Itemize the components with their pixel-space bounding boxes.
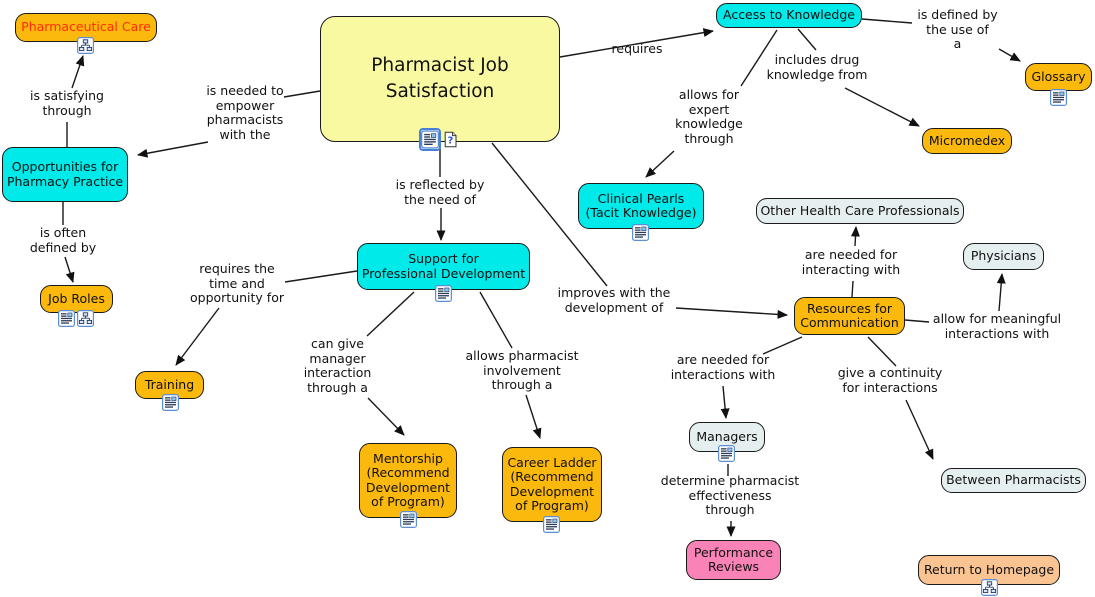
node-training[interactable]: Training [135, 371, 204, 399]
node-physicians[interactable]: Physicians [963, 243, 1044, 270]
node-label: Support for Professional Development [361, 251, 526, 281]
hierarchy-icon[interactable] [981, 579, 998, 596]
node-label: Performance Reviews [693, 544, 774, 574]
link-label-includes-drug-knowledge-from[interactable]: includes drug knowledge from [766, 52, 868, 82]
node-label: Mentorship (Recommend Development of Pro… [365, 450, 451, 509]
link-label-determine-pharmacist-effectiveness[interactable]: determine pharmacist effectiveness throu… [660, 473, 800, 517]
node-label: Career Ladder (Recommend Development of … [507, 454, 597, 513]
node-support-for-professional-development[interactable]: Support for Professional Development [357, 243, 530, 290]
link-label-is-often-defined-by[interactable]: is often defined by [29, 225, 97, 255]
node-access-to-knowledge[interactable]: Access to Knowledge [716, 3, 862, 28]
question-icon[interactable] [442, 131, 459, 148]
plain-connectors [62, 18, 930, 476]
link-label-allows-pharmacist-involvement[interactable]: allows pharmacist involvement through a [465, 348, 579, 392]
link-label-improves-with-the-development-of[interactable]: improves with the development of [557, 285, 671, 315]
node-pharmacist-job-satisfaction[interactable]: Pharmacist Job Satisfaction [320, 16, 560, 142]
node-label: Between Pharmacists [946, 472, 1081, 488]
article-icon[interactable] [58, 310, 75, 327]
link-label-allows-for-expert-knowledge-through[interactable]: allows for expert knowledge through [675, 87, 743, 146]
node-label: Other Health Care Professionals [760, 202, 960, 218]
node-label: Pharmaceutical Care [21, 19, 151, 35]
article-icon[interactable] [400, 511, 417, 528]
link-label-can-give-manager-interaction[interactable]: can give manager interaction through a [303, 336, 372, 395]
node-label: Physicians [970, 248, 1037, 264]
link-label-is-needed-to-empower[interactable]: is needed to empower pharmacists with th… [206, 83, 284, 142]
node-label: Job Roles [48, 290, 105, 306]
link-label-requires-the-time-and-opportunity-for[interactable]: requires the time and opportunity for [190, 261, 284, 305]
node-label: Glossary [1031, 68, 1086, 84]
node-label: Return to Homepage [923, 561, 1055, 577]
link-label-give-a-continuity-for-interactions[interactable]: give a continuity for interactions [837, 365, 943, 395]
node-label: Resources for Communication [800, 300, 899, 330]
node-between-pharmacists[interactable]: Between Pharmacists [941, 468, 1086, 493]
article-icon[interactable] [1050, 89, 1067, 106]
article-icon[interactable] [543, 516, 560, 533]
node-glossary[interactable]: Glossary [1025, 63, 1092, 91]
node-label: Access to Knowledge [722, 7, 855, 23]
article-icon[interactable] [162, 394, 179, 411]
link-label-requires[interactable]: requires [611, 41, 663, 56]
article-icon[interactable] [435, 285, 452, 302]
node-label: Pharmacist Job Satisfaction [371, 55, 509, 102]
node-label: Managers [696, 428, 758, 444]
node-opportunities-for-pharmacy-practice[interactable]: Opportunities for Pharmacy Practice [2, 147, 128, 202]
node-resources-for-communication[interactable]: Resources for Communication [794, 297, 905, 335]
node-label: Opportunities for Pharmacy Practice [6, 159, 124, 189]
link-label-allow-for-meaningful-interactions[interactable]: allow for meaningful interactions with [932, 311, 1062, 341]
link-label-is-reflected-by-the-need-of[interactable]: is reflected by the need of [395, 177, 485, 207]
article-icon[interactable] [419, 128, 441, 151]
node-mentorship[interactable]: Mentorship (Recommend Development of Pro… [359, 443, 457, 518]
hierarchy-icon[interactable] [77, 37, 94, 54]
node-label: Clinical Pearls (Tacit Knowledge) [585, 190, 697, 220]
arrow-connectors [64, 28, 1021, 537]
hierarchy-icon[interactable] [77, 310, 94, 327]
node-label: Training [144, 376, 195, 392]
link-label-is-satisfying-through[interactable]: is satisfying through [30, 88, 104, 118]
node-other-health-care-professionals[interactable]: Other Health Care Professionals [756, 198, 964, 224]
node-clinical-pearls[interactable]: Clinical Pearls (Tacit Knowledge) [578, 183, 704, 229]
node-micromedex[interactable]: Micromedex [922, 128, 1012, 154]
link-label-are-needed-for-interactions-with[interactable]: are needed for interactions with [670, 352, 776, 382]
article-icon[interactable] [632, 224, 649, 241]
link-label-is-defined-by-the-use-of-a[interactable]: is defined by the use of a [917, 7, 998, 51]
node-career-ladder[interactable]: Career Ladder (Recommend Development of … [502, 447, 602, 522]
article-icon[interactable] [718, 445, 735, 462]
link-label-are-needed-for-interacting-with[interactable]: are needed for interacting with [801, 247, 901, 277]
node-label: Micromedex [928, 132, 1006, 148]
node-performance-reviews[interactable]: Performance Reviews [686, 540, 781, 580]
node-job-roles[interactable]: Job Roles [40, 285, 113, 313]
